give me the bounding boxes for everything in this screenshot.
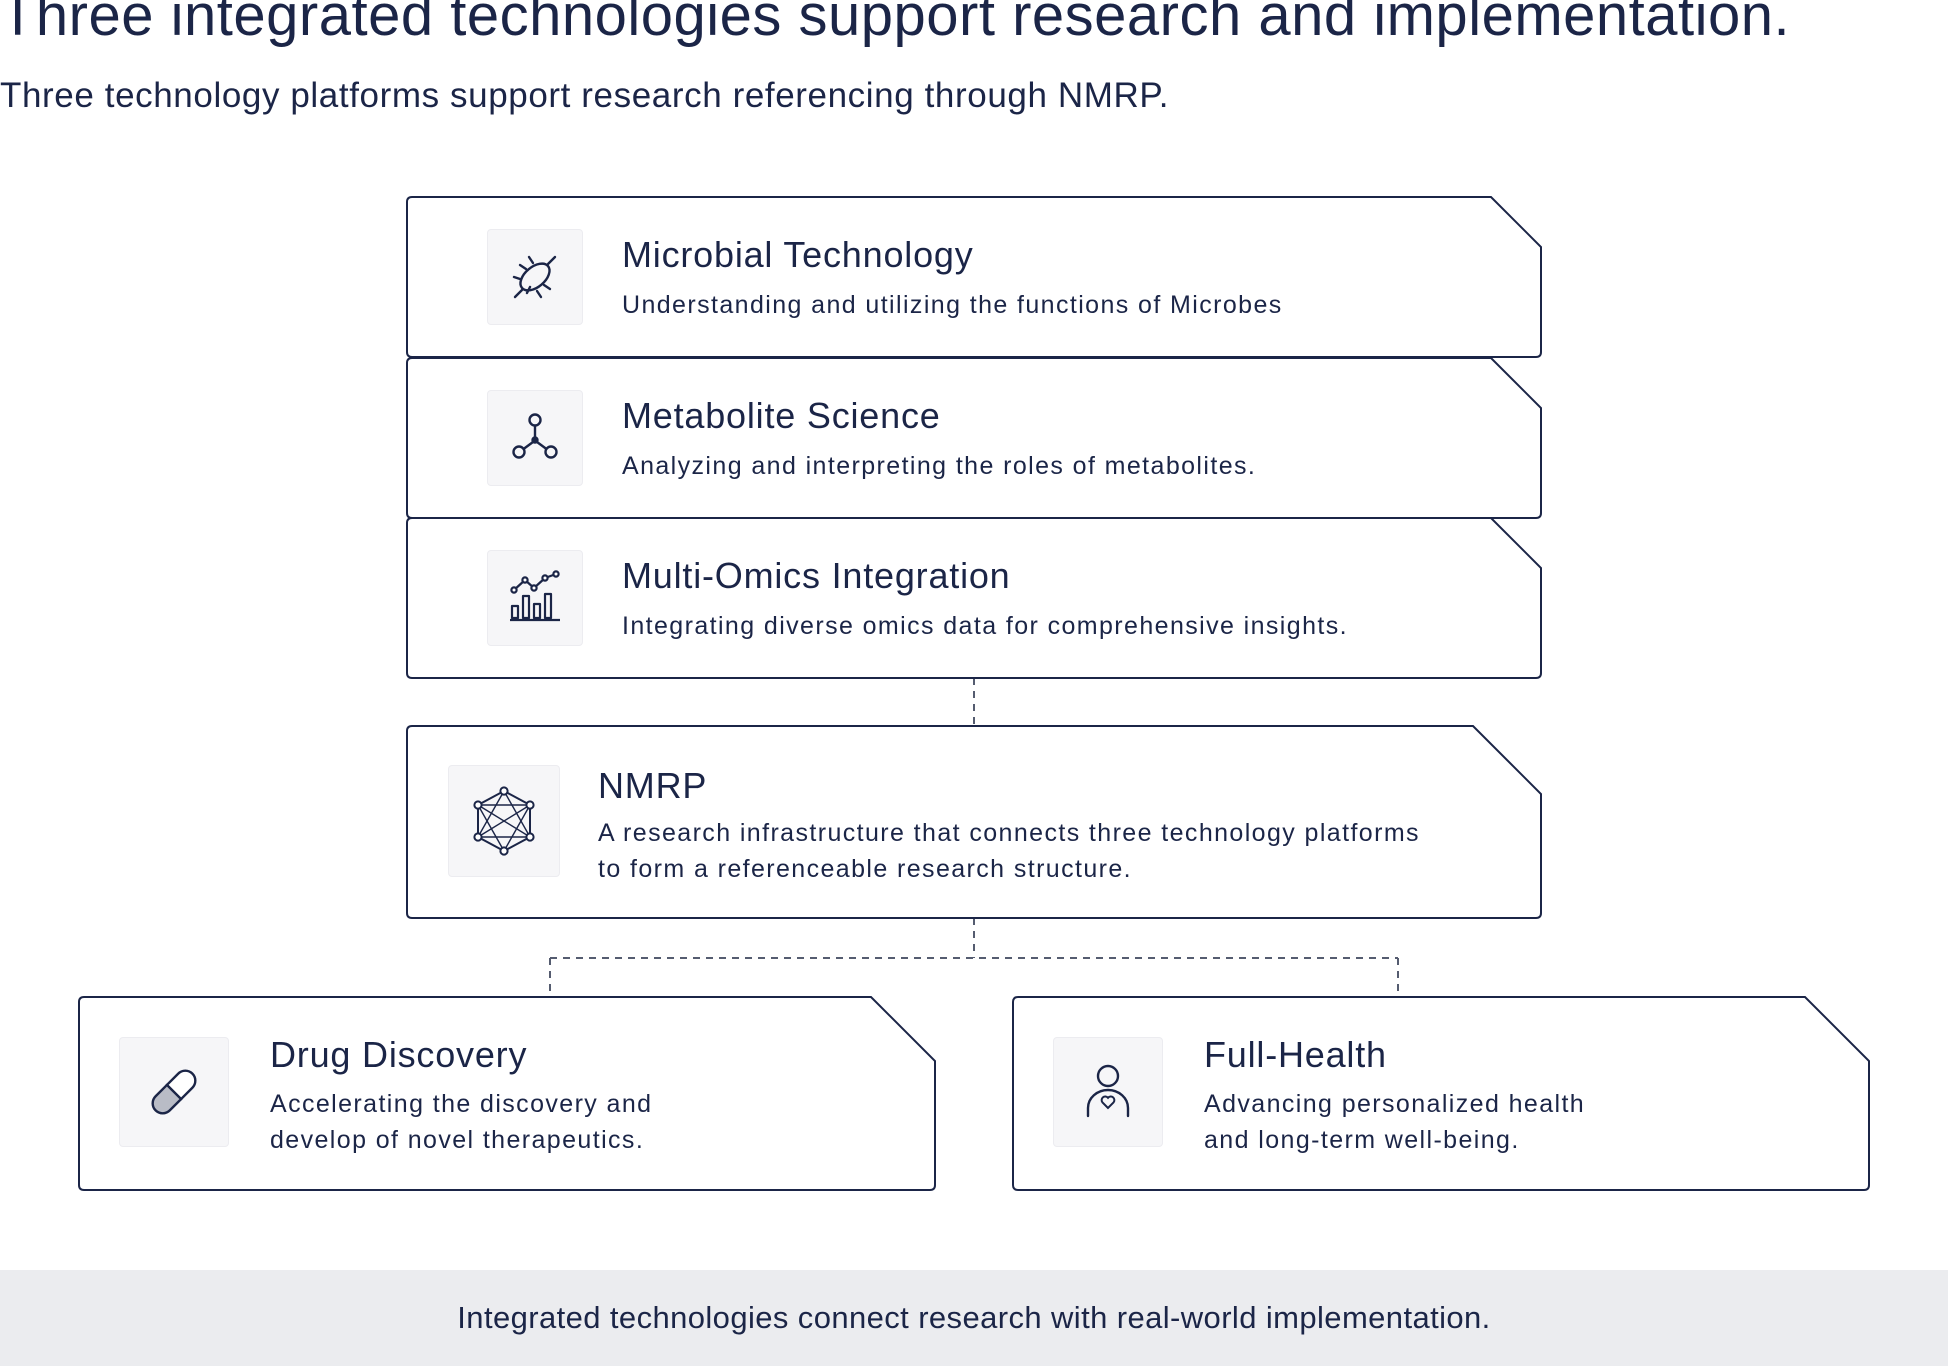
outcome-description-line-1: Accelerating the discovery and <box>270 1090 653 1118</box>
page-title: Three integrated technologies support re… <box>0 0 1791 48</box>
chart-analytics-icon <box>487 550 583 646</box>
page-subtitle: Three technology platforms support resea… <box>0 76 1170 115</box>
connector-lines <box>549 678 1399 998</box>
platform-description: Integrating diverse omics data for compr… <box>622 612 1348 640</box>
outcome-card-full-health: Full-Health Advancing personalized healt… <box>1012 996 1870 1191</box>
hub-card-nmrp: NMRP A research infrastructure that conn… <box>406 725 1542 919</box>
card-frame <box>406 517 1542 679</box>
platform-title: Microbial Technology <box>622 234 974 275</box>
person-heart-icon <box>1053 1037 1163 1147</box>
network-icon <box>448 765 560 877</box>
platform-description: Analyzing and interpreting the roles of … <box>622 452 1257 480</box>
card-frame <box>406 725 1542 919</box>
outcome-description-line-2: develop of novel therapeutics. <box>270 1126 645 1154</box>
card-frame <box>1012 996 1870 1191</box>
platform-title: Multi-Omics Integration <box>622 555 1011 596</box>
card-frame <box>78 996 936 1191</box>
outcome-description-line-1: Advancing personalized health <box>1204 1090 1586 1118</box>
platform-description: Understanding and utilizing the function… <box>622 291 1283 319</box>
hub-description-line-1: A research infrastructure that connects … <box>598 819 1420 847</box>
outcome-card-drug-discovery: Drug Discovery Accelerating the discover… <box>78 996 936 1191</box>
card-frame <box>406 196 1542 358</box>
outcome-description-line-2: and long-term well-being. <box>1204 1126 1520 1154</box>
platform-card-microbial: Microbial Technology Understanding and u… <box>406 196 1542 358</box>
outcome-title: Drug Discovery <box>270 1034 528 1075</box>
pill-icon <box>119 1037 229 1147</box>
hub-description-line-2: to form a referenceable research structu… <box>598 855 1133 883</box>
molecule-icon <box>487 390 583 486</box>
platform-title: Metabolite Science <box>622 395 941 436</box>
footer-text: Integrated technologies connect research… <box>457 1300 1491 1335</box>
platform-card-metabolite: Metabolite Science Analyzing and interpr… <box>406 357 1542 519</box>
footer-banner: Integrated technologies connect research… <box>0 1270 1948 1366</box>
hub-title: NMRP <box>598 765 708 806</box>
microbe-icon <box>487 229 583 325</box>
outcome-title: Full-Health <box>1204 1034 1387 1075</box>
platform-card-multi-omics: Multi-Omics Integration Integrating dive… <box>406 517 1542 679</box>
